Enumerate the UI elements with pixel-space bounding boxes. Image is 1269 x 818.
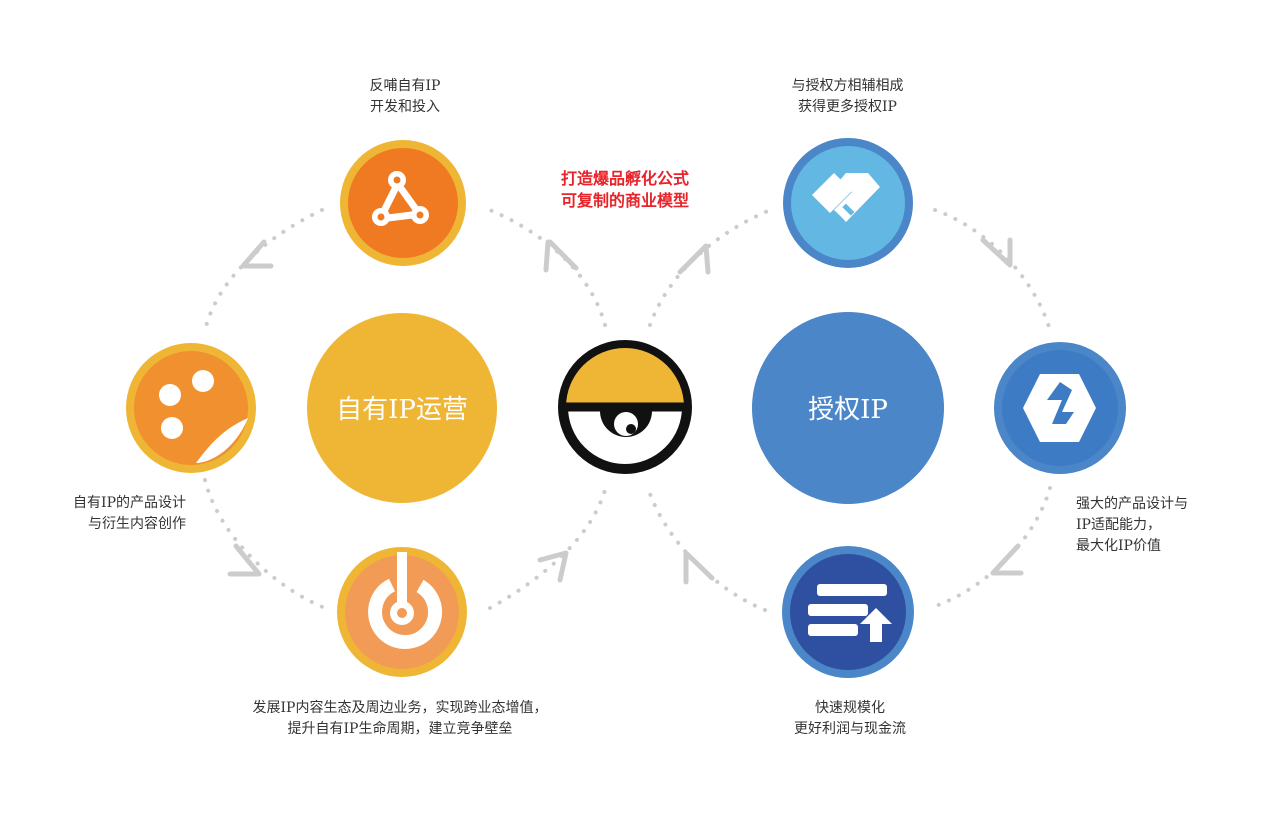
- step-icon-licensed-2: [994, 342, 1126, 474]
- connector-right-bottom: [928, 486, 1052, 610]
- caption-own-1-line-2: 开发和投入: [370, 99, 440, 115]
- caption-licensed-3-line-2: 更好利润与现金流: [794, 721, 906, 737]
- connector-right-top: [933, 208, 1052, 332]
- arrow-right-top-icon: [980, 237, 1013, 268]
- center-tagline: 打造爆品孵化公式 可复制的商业模型: [520, 168, 730, 212]
- caption-licensed-3: 快速规模化 更好利润与现金流: [780, 698, 920, 740]
- arrow-left-bottom-icon: [227, 543, 262, 577]
- caption-own-2-line-1: 自有IP的产品设计: [73, 495, 186, 511]
- caption-licensed-2-line-3: 最大化IP价值: [1076, 538, 1161, 554]
- connector-center-lower-left: [488, 488, 607, 610]
- connector-center-lower-right: [646, 486, 767, 612]
- gauge-icon: [368, 552, 443, 649]
- caption-own-1: 反哺自有IP 开发和投入: [355, 76, 455, 118]
- step-icon-own-2: [126, 343, 256, 473]
- step-icon-own-1: [340, 140, 466, 266]
- caption-own-2: 自有IP的产品设计 与衍生内容创作: [52, 493, 186, 535]
- caption-licensed-1-line-1: 与授权方相辅相成: [791, 78, 904, 94]
- arrow-right-bottom-icon: [990, 543, 1024, 576]
- own-ip-circle: [307, 313, 497, 503]
- step-icon-own-3: [337, 547, 467, 677]
- own-ip-title: 自有IP运营: [336, 395, 468, 425]
- licensed-ip-title: 授权IP: [808, 395, 888, 425]
- step-icon-licensed-1: [783, 138, 913, 268]
- arrow-center-lower-right-icon: [683, 550, 715, 585]
- caption-own-3: 发展IP内容生态及周边业务，实现跨业态增值， 提升自有IP生命周期，建立竞争壁垒: [225, 698, 575, 740]
- caption-licensed-2: 强大的产品设计与 IP适配能力， 最大化IP价值: [1076, 494, 1216, 557]
- arrow-center-lower-left-icon: [537, 550, 569, 583]
- caption-licensed-2-line-1: 强大的产品设计与: [1076, 496, 1188, 512]
- caption-own-3-line-2: 提升自有IP生命周期，建立竞争壁垒: [287, 721, 513, 737]
- arrow-center-upper-right-icon: [677, 243, 711, 275]
- tagline-line-1: 打造爆品孵化公式: [560, 169, 689, 188]
- caption-licensed-1-line-2: 获得更多授权IP: [798, 99, 897, 115]
- tagline-line-2: 可复制的商业模型: [560, 191, 689, 210]
- licensed-ip-circle: [752, 312, 944, 504]
- palette-icon: [159, 370, 248, 463]
- upload-list-icon: [808, 584, 892, 642]
- caption-licensed-2-line-2: IP适配能力，: [1076, 517, 1161, 533]
- caption-own-3-line-1: 发展IP内容生态及周边业务，实现跨业态增值，: [252, 700, 548, 716]
- connector-center-upper-right: [648, 206, 777, 327]
- connector-left-bottom: [203, 478, 327, 610]
- step-icon-licensed-3: [782, 546, 914, 678]
- hexagon-link-icon: [1023, 374, 1096, 442]
- caption-own-1-line-1: 反哺自有IP: [369, 78, 441, 94]
- caption-licensed-3-line-1: 快速规模化: [815, 700, 885, 716]
- handshake-icon: [812, 173, 880, 224]
- caption-own-2-line-2: 与衍生内容创作: [88, 516, 186, 532]
- connector-left-top: [203, 208, 324, 332]
- arrow-left-top-icon: [240, 239, 274, 269]
- arrow-center-upper-left-icon: [543, 239, 579, 273]
- caption-licensed-1: 与授权方相辅相成 获得更多授权IP: [775, 76, 920, 118]
- eye-logo-icon: [558, 340, 692, 474]
- arrow-heads: [227, 237, 1024, 585]
